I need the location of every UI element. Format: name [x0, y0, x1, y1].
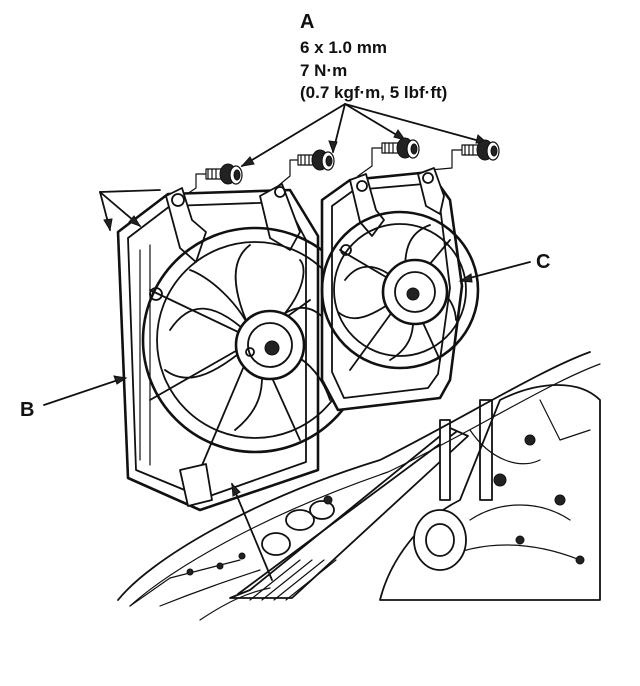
mounting-bolt-1 — [205, 163, 243, 185]
callout-a-torque-nm: 7 N·m — [300, 61, 347, 80]
callout-a-torque-alt: (0.7 kgf·m, 5 lbf·ft) — [300, 83, 447, 102]
callout-a-leader-lines — [240, 103, 489, 167]
callout-c-label: C — [536, 251, 550, 273]
callout-a-text-block: A 6 x 1.0 mm 7 N·m (0.7 kgf·m, 5 lbf·ft) — [300, 11, 447, 102]
mounting-bolt-2 — [297, 149, 335, 171]
callout-b-label: B — [20, 399, 34, 421]
mounting-bolt-3 — [381, 137, 420, 159]
callout-c: C — [458, 251, 550, 283]
engine-bay-body — [117, 351, 601, 621]
callout-a-bolt-size: 6 x 1.0 mm — [300, 38, 387, 57]
shroud-top-leader-lines — [99, 189, 161, 232]
callout-a-label: A — [300, 11, 314, 33]
radiator-assembly — [229, 399, 493, 601]
mounting-bolt-4 — [461, 139, 500, 161]
right-fan-shroud — [320, 167, 480, 412]
left-fan-shroud — [116, 183, 369, 512]
radiator-leader-line — [231, 482, 273, 581]
callout-b: B — [20, 375, 128, 421]
